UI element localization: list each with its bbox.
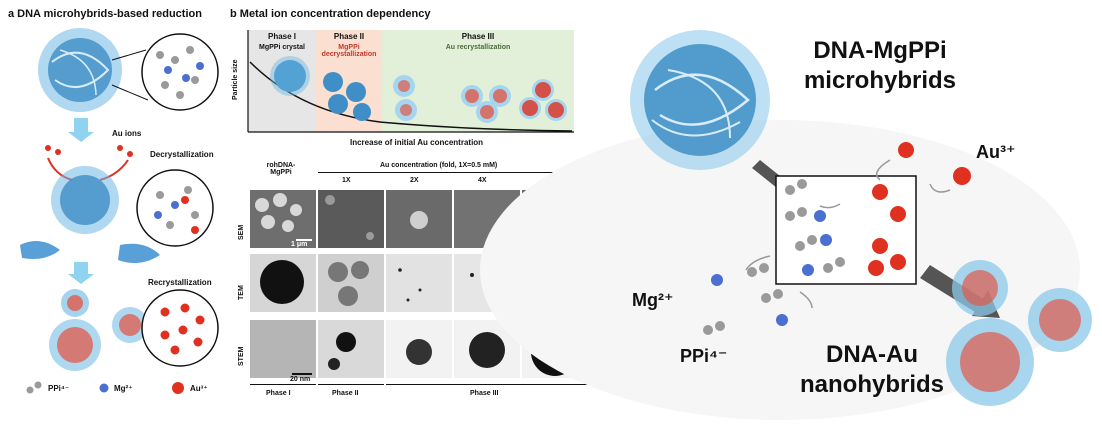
nanohybrids-title-2: nanohybrids [799,371,944,398]
mg-label: Mg²⁺ [632,290,674,310]
ppi-label: PPi⁴⁻ [680,346,728,366]
bottom-rule-3 [386,384,588,385]
panel-a-illustration [20,28,219,394]
decrystallization-label: Decrystallization [150,150,214,159]
phase-3-name: Phase III [461,32,495,41]
col-2x: 2X [410,177,419,184]
au-label: Au³⁺ [976,142,1016,162]
phase-2-desc: MgPPi decrystallization [321,44,377,58]
recrystallization-label: Recrystallization [148,278,212,287]
legend-mg: Mg²⁺ [114,384,133,393]
bottom-rule-1 [250,384,316,385]
panel-a-title: a DNA microhybrids-based reduction [8,8,202,20]
bottom-phase-2: Phase II [332,390,359,397]
col-4x: 4X [478,177,487,184]
grid-col0-header: rohDNA-MgPPi [266,162,296,176]
phase-1-name: Phase I [267,32,296,41]
phase-3-desc: Au recrystallization [445,44,511,51]
au-ions-label: Au ions [112,129,142,138]
grid-header: Au concentration (fold, 1X=0.5 mM) [380,162,498,169]
phase-2-name: Phase II [333,32,365,41]
phase-1-desc: MgPPi crystal [259,44,305,51]
bottom-rule-2 [318,384,384,385]
tem-tile-2 [386,254,452,312]
phase-chart-plot [247,30,574,133]
microhybrid-particle [38,28,122,112]
scale-bar-1um: 1 μm [291,241,308,248]
col-1x: 1X [342,177,351,184]
mg-icon [99,383,109,393]
ppi-icon [26,381,42,394]
nanohybrids-title-1: DNA-Au [826,341,918,368]
au-icon [172,382,184,394]
bottom-phase-1: Phase I [266,390,291,397]
bottom-phase-3: Phase III [470,390,499,397]
panel-b-title: b Metal ion concentration dependency [230,8,431,20]
legend-ppi: PPi⁴⁻ [48,384,70,393]
microhybrids-title-2: microhybrids [803,67,957,94]
scale-bar-20nm: 20 nm [290,376,311,383]
x-axis-label: Increase of initial Au concentration [350,138,484,147]
microhybrids-title-1: DNA-MgPPi [813,37,947,64]
stem-tile-0 [250,320,316,378]
grid-header-rule [318,172,586,173]
legend-au: Au³⁺ [190,384,208,393]
